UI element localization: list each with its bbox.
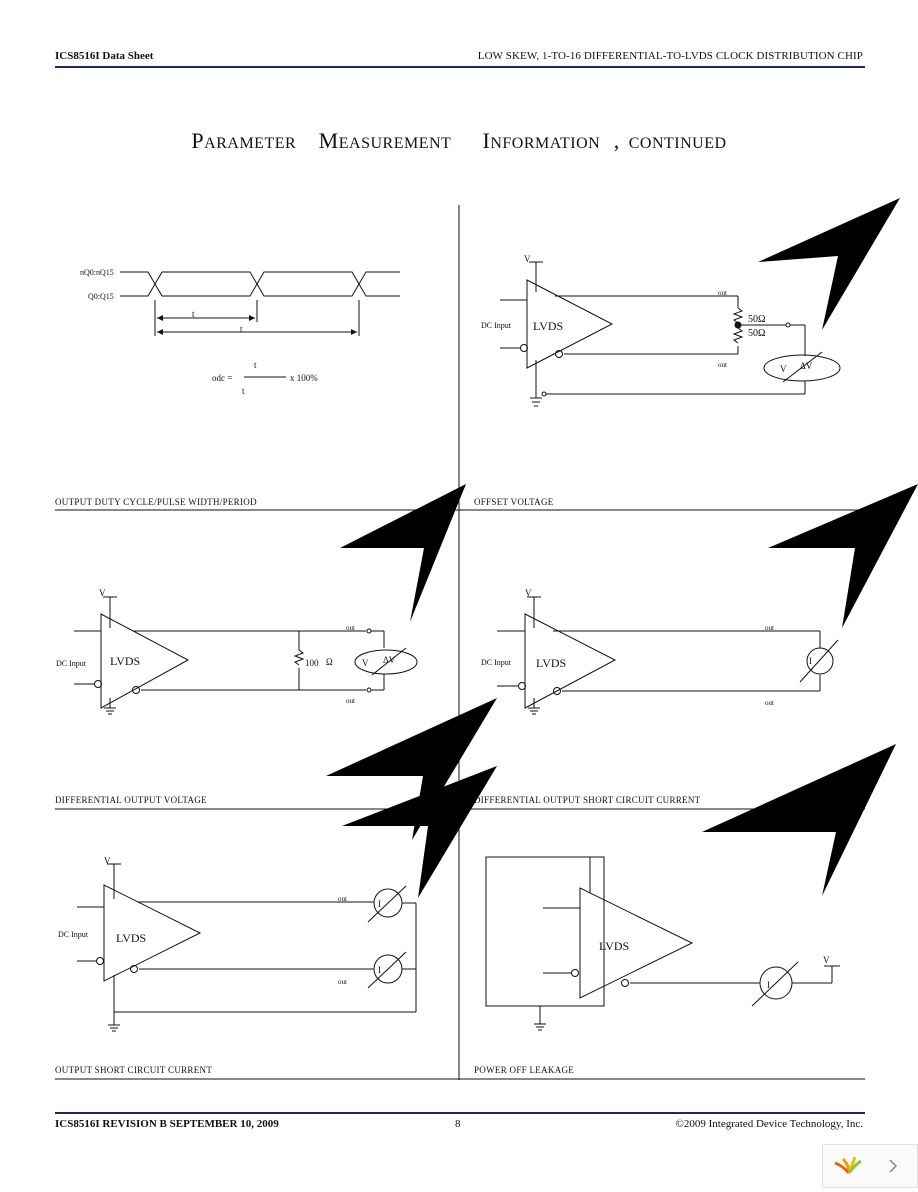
lvds-label: LVDS [599,939,629,953]
lvds-label: LVDS [533,319,563,333]
lvds-buffer-symbol [526,279,614,369]
header-doc-title: ICS8516I Data Sheet [55,50,154,62]
r100-label: 100 [305,658,319,668]
vdd-label: V [524,254,531,264]
dc-input-label: DC Input [56,659,87,668]
differential-output-voltage-circuit [74,596,418,715]
caption-diff-short-circuit: DIFFERENTIAL OUTPUT SHORT CIRCUIT CURREN… [474,795,701,805]
i-label: I [378,899,381,909]
caption-offset-voltage: OFFSET VOLTAGE [474,497,554,507]
out-label: out [346,624,355,632]
r50-label: 50Ω [748,328,765,339]
lvds-buffer-symbol [100,613,190,709]
lvds-label: LVDS [536,656,566,670]
delta-v-label: ΔV [383,655,396,665]
lvds-buffer-symbol [103,884,202,982]
caption-power-off-leakage: POWER OFF LEAKAGE [474,1065,575,1075]
offset-voltage-circuit [500,261,841,407]
signal-label-nq: nQ0:nQ15 [80,268,114,277]
caption-duty-cycle: OUTPUT DUTY CYCLE/PULSE WIDTH/PERIOD [55,497,257,507]
arrow-artifacts [326,198,918,898]
caption-output-short-circuit: OUTPUT SHORT CIRCUIT CURRENT [55,1065,213,1075]
dc-input-label: DC Input [481,321,512,330]
header-rule [55,66,865,68]
dc-input-label: DC Input [58,930,89,939]
signal-label-q: Q0:Q15 [88,292,114,301]
header-chip-title: LOW SKEW, 1-TO-16 DIFFERENTIAL-TO-LVDS C… [477,50,863,62]
tpw-label: t [192,309,195,319]
lvds-label: LVDS [116,931,146,945]
footer-revision: ICS8516I REVISION B SEPTEMBER 10, 2009 [55,1118,279,1130]
diff-short-circuit-circuit [497,596,839,715]
footer-copyright: ©2009 Integrated Device Technology, Inc. [675,1118,864,1130]
section-title: PARAMETER MEASUREMENT INFORMATION , CONT… [191,128,727,153]
tperiod-label: t [240,324,243,334]
v-label: V [780,364,787,374]
page-number: 8 [455,1118,461,1130]
caption-differential-output-voltage: DIFFERENTIAL OUTPUT VOLTAGE [55,795,207,805]
vdd-label: V [104,856,111,866]
out-label: out [765,624,774,632]
voltmeter [354,649,418,675]
dc-input-label: DC Input [481,658,512,667]
i-label: I [809,656,812,666]
vdd-label: V [99,588,106,598]
chevron-right-icon[interactable] [885,1157,901,1175]
vdd-label: V [823,955,830,965]
odc-label: odc = [212,373,232,383]
odc-percent: x 100% [290,373,318,383]
odc-denominator: t [242,386,245,396]
voltmeter [763,354,841,382]
out-label: out [718,361,727,369]
viewer-nav[interactable] [822,1144,918,1188]
duty-cycle-waveform [120,271,400,378]
r50-label: 50Ω [748,314,765,325]
i-label: I [767,980,770,990]
out-label: out [338,978,347,986]
viewer-logo [834,1156,862,1175]
lvds-buffer-symbol [524,613,617,709]
ammeter [806,647,834,675]
output-short-circuit-circuit [77,863,417,1032]
delta-v-label: ΔV [800,361,813,371]
lvds-label: LVDS [110,654,140,668]
odc-numerator: t [254,360,257,370]
i-label: I [378,965,381,975]
ohm-label: Ω [326,657,333,667]
v-label: V [362,658,369,668]
out-label: out [765,699,774,707]
vdd-label: V [525,588,532,598]
footer-rule [55,1112,865,1114]
out-label: out [718,289,727,297]
lvds-buffer-symbol [579,887,694,999]
out-label: out [338,895,347,903]
power-off-leakage-circuit [485,856,840,1031]
out-label: out [346,697,355,705]
